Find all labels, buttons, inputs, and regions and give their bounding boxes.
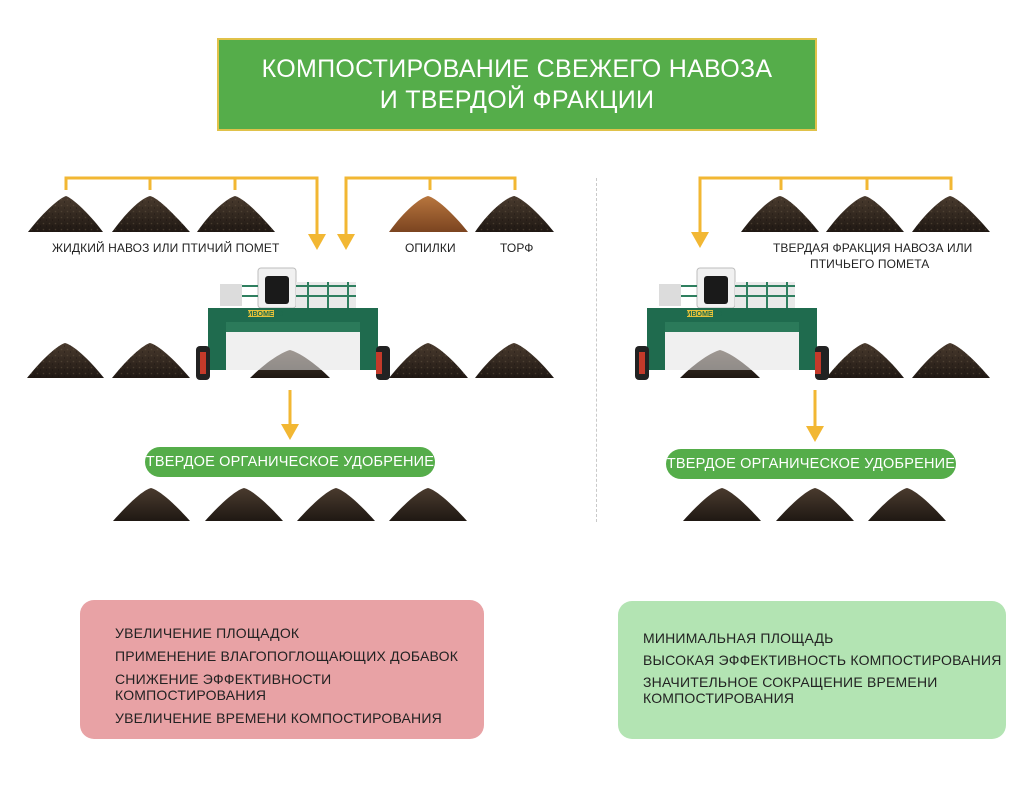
title-line-1: КОМПОСТИРОВАНИЕ СВЕЖЕГО НАВОЗА [261,54,773,83]
drawback-item: УВЕЛИЧЕНИЕ ПЛОЩАДОК [115,625,300,641]
input-arrows-left [64,176,517,240]
machine-brand-left: ЖИВОМЕРС [241,311,284,318]
drawbacks-panel: УВЕЛИЧЕНИЕ ПЛОЩАДОК ПРИМЕНЕНИЕ ВЛАГОПОГЛ… [80,600,484,739]
section-divider [596,178,597,522]
output-pill-left: ТВЕРДОЕ ОРГАНИЧЕСКОЕ УДОБРЕНИЕ [145,447,435,477]
input-arrows-right [698,176,953,236]
output-piles-left [113,488,467,521]
input-pile-manure-3 [197,196,275,232]
input-pile-sawdust [389,196,468,232]
advantage-item: ЗНАЧИТЕЛЬНОЕ СОКРАЩЕНИЕ ВРЕМЕНИ [643,674,938,690]
input-pile-manure-2 [112,196,190,232]
windrow-piles-left [27,343,554,378]
compost-turner-machine-left [195,267,391,381]
title-banner: КОМПОСТИРОВАНИЕ СВЕЖЕГО НАВОЗА И ТВЕРДОЙ… [217,38,817,131]
input-piles-right [741,196,990,232]
arrow-head-sawdust [337,234,355,250]
input-pile-peat [475,196,554,232]
input-pile-manure-1 [28,196,103,232]
label-solid-fraction-line2: ПТИЧЬЕГО ПОМЕТА [810,257,930,271]
output-piles-right [683,488,946,521]
compost-turner-machine-right [634,267,830,381]
drawback-item: УВЕЛИЧЕНИЕ ВРЕМЕНИ КОМПОСТИРОВАНИЯ [115,710,442,726]
drawback-item: СНИЖЕНИЕ ЭФФЕКТИВНОСТИ КОМПОСТИРОВАНИЯ [115,671,332,703]
label-liquid-manure: ЖИДКИЙ НАВОЗ ИЛИ ПТИЧИЙ ПОМЕТ [52,241,280,255]
machine-brand-right: ЖИВОМЕРС [680,311,723,318]
label-sawdust: ОПИЛКИ [405,241,456,255]
advantages-panel: МИНИМАЛЬНАЯ ПЛОЩАДЬ ВЫСОКАЯ ЭФФЕКТИВНОСТ… [618,601,1006,739]
output-arrow-right [806,390,824,442]
title-line-2: И ТВЕРДОЙ ФРАКЦИИ [379,85,655,114]
output-pill-right: ТВЕРДОЕ ОРГАНИЧЕСКОЕ УДОБРЕНИЕ [666,449,956,479]
drawback-item: ПРИМЕНЕНИЕ ВЛАГОПОГЛОЩАЮЩИХ ДОБАВОК [115,648,459,664]
label-peat: ТОРФ [500,241,534,255]
advantage-item: МИНИМАЛЬНАЯ ПЛОЩАДЬ [643,630,834,646]
advantage-item: ВЫСОКАЯ ЭФФЕКТИВНОСТЬ КОМПОСТИРОВАНИЯ [643,652,1002,668]
arrow-head-manure [308,234,326,250]
label-solid-fraction-line1: ТВЕРДАЯ ФРАКЦИЯ НАВОЗА ИЛИ [773,241,973,255]
advantage-item: КОМПОСТИРОВАНИЯ [643,690,795,706]
output-arrow-left [281,390,299,440]
arrow-head-fraction [691,232,709,248]
